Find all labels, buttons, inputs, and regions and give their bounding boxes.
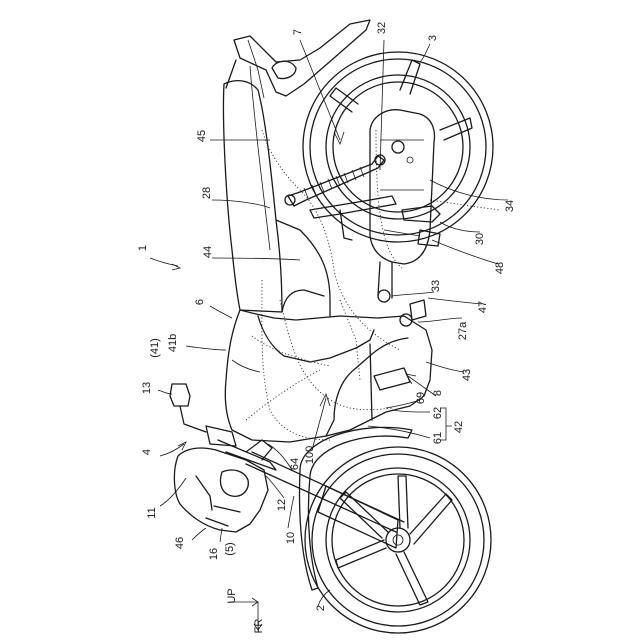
handlebar	[170, 384, 276, 470]
callout-11: 11	[146, 507, 158, 518]
front-wheel	[305, 447, 491, 633]
callout-1: 1	[137, 245, 149, 251]
callout-34: 34	[504, 200, 516, 212]
callout-labels: 12346781011121316(5)27a2830323334(41)41b…	[137, 22, 516, 611]
callout-5: (5)	[224, 542, 236, 555]
callout-41b: 41b	[167, 334, 179, 352]
callout-7: 7	[292, 29, 304, 35]
callout-48: 48	[494, 262, 506, 274]
up-label: UP	[226, 588, 238, 603]
callout-100: 100	[304, 446, 316, 464]
callout-6: 6	[194, 299, 206, 305]
direction-indicator: UP FR	[226, 588, 265, 633]
callout-30: 30	[474, 233, 486, 245]
callout-28: 28	[201, 187, 213, 199]
callout-41: (41)	[149, 338, 161, 358]
callout-27a: 27a	[457, 321, 469, 340]
callout-62: 62	[432, 407, 444, 419]
rear-wheel	[303, 52, 493, 242]
callout-4: 4	[141, 449, 153, 455]
callout-16: 16	[208, 548, 220, 560]
callout-10: 10	[285, 532, 297, 544]
callout-42: 42	[453, 421, 465, 433]
callout-33: 33	[430, 280, 442, 292]
callout-47: 47	[477, 301, 489, 313]
callout-69: 69	[415, 392, 427, 404]
body-cover	[225, 220, 432, 442]
callout-2: 2	[315, 605, 327, 611]
hidden-lines	[246, 130, 500, 440]
callout-3: 3	[427, 35, 439, 41]
callout-43: 43	[461, 369, 473, 381]
front-fork	[246, 452, 404, 548]
callout-61: 61	[432, 432, 444, 444]
callout-8: 8	[432, 390, 444, 396]
callout-13: 13	[141, 382, 153, 394]
callout-44: 44	[202, 246, 214, 258]
callout-32: 32	[376, 22, 388, 34]
callout-64: 64	[289, 458, 301, 470]
seat	[223, 60, 282, 312]
callout-46: 46	[174, 537, 186, 549]
callout-45: 45	[196, 130, 208, 142]
callout-12: 12	[276, 499, 288, 511]
fr-label: FR	[253, 619, 265, 634]
